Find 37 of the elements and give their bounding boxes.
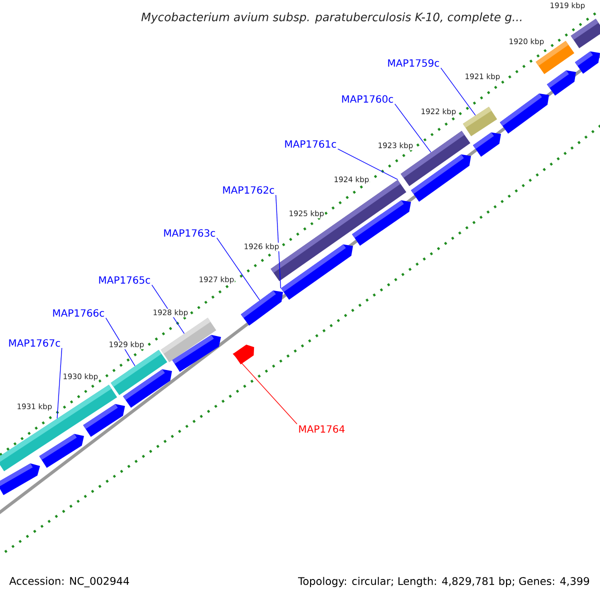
leader-line bbox=[56, 348, 62, 419]
leader-line bbox=[152, 284, 185, 334]
gene-feature bbox=[500, 93, 549, 134]
gene-feature bbox=[39, 434, 84, 468]
leader-line bbox=[216, 238, 260, 301]
gene-feature bbox=[352, 200, 411, 246]
gene-feature bbox=[472, 132, 501, 157]
gene-label: MAP1759c bbox=[388, 59, 440, 67]
gene-label: MAP1761c bbox=[285, 140, 336, 148]
topology-note: Topology: circular; Length: 4,829,781 bp; Genes: 4,399 bbox=[298, 576, 590, 588]
gene-feature bbox=[546, 70, 576, 96]
gene-feature bbox=[240, 290, 283, 326]
leader-line bbox=[338, 148, 398, 180]
gene-feature bbox=[280, 244, 353, 300]
gene-label: MAP1767c bbox=[9, 339, 60, 347]
leader-line bbox=[276, 194, 282, 289]
gene-label: MAP1766c bbox=[53, 309, 104, 317]
gene-label: MAP1760c bbox=[342, 95, 394, 103]
gene-feature bbox=[0, 463, 40, 496]
leader-line bbox=[440, 68, 476, 116]
gene-label: MAP1764 bbox=[299, 425, 345, 433]
leader-line bbox=[232, 353, 298, 424]
gene-label: MAP1763c bbox=[164, 229, 216, 237]
leader-line bbox=[394, 104, 432, 153]
gene-feature bbox=[83, 404, 125, 437]
gene-feature bbox=[570, 18, 600, 48]
gene-feature bbox=[410, 154, 471, 202]
gene-feature bbox=[233, 344, 254, 364]
gene-label: MAP1762c bbox=[223, 186, 274, 194]
gene-feature bbox=[123, 369, 172, 408]
gene-label: MAP1765c bbox=[99, 276, 150, 284]
leader-line bbox=[106, 318, 136, 366]
title: Mycobacterium avium subsp. paratuberculosis K-10, complete g... bbox=[141, 12, 522, 24]
gene-feature bbox=[462, 106, 498, 136]
gene-feature bbox=[574, 51, 600, 74]
accession-note: Accession: NC_002944 bbox=[9, 576, 130, 588]
gene-feature bbox=[172, 334, 221, 372]
